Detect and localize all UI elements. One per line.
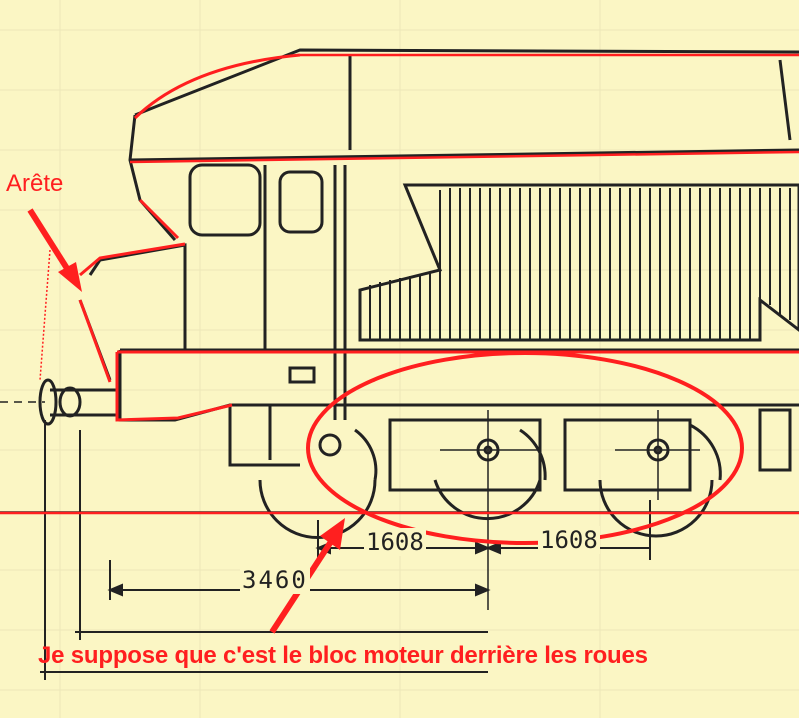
locomotive-body bbox=[38, 48, 799, 467]
bogie bbox=[258, 408, 792, 539]
engine-block-highlight bbox=[306, 351, 744, 545]
axle-centerlines bbox=[0, 401, 700, 610]
edge-annotation-label: Arête bbox=[6, 170, 64, 197]
radiator-grille bbox=[358, 183, 799, 342]
engine-block-note: Je suppose que c'est le bloc moteur derr… bbox=[38, 642, 648, 669]
dimension-label-wheel-spacing-1: 1608 bbox=[364, 528, 426, 556]
dimension-label-wheel-spacing-2: 1608 bbox=[538, 526, 600, 554]
dimension-label-overhang: 3460 bbox=[240, 566, 310, 594]
annotation-overlay bbox=[0, 53, 799, 515]
arete-arrow bbox=[27, 208, 82, 292]
